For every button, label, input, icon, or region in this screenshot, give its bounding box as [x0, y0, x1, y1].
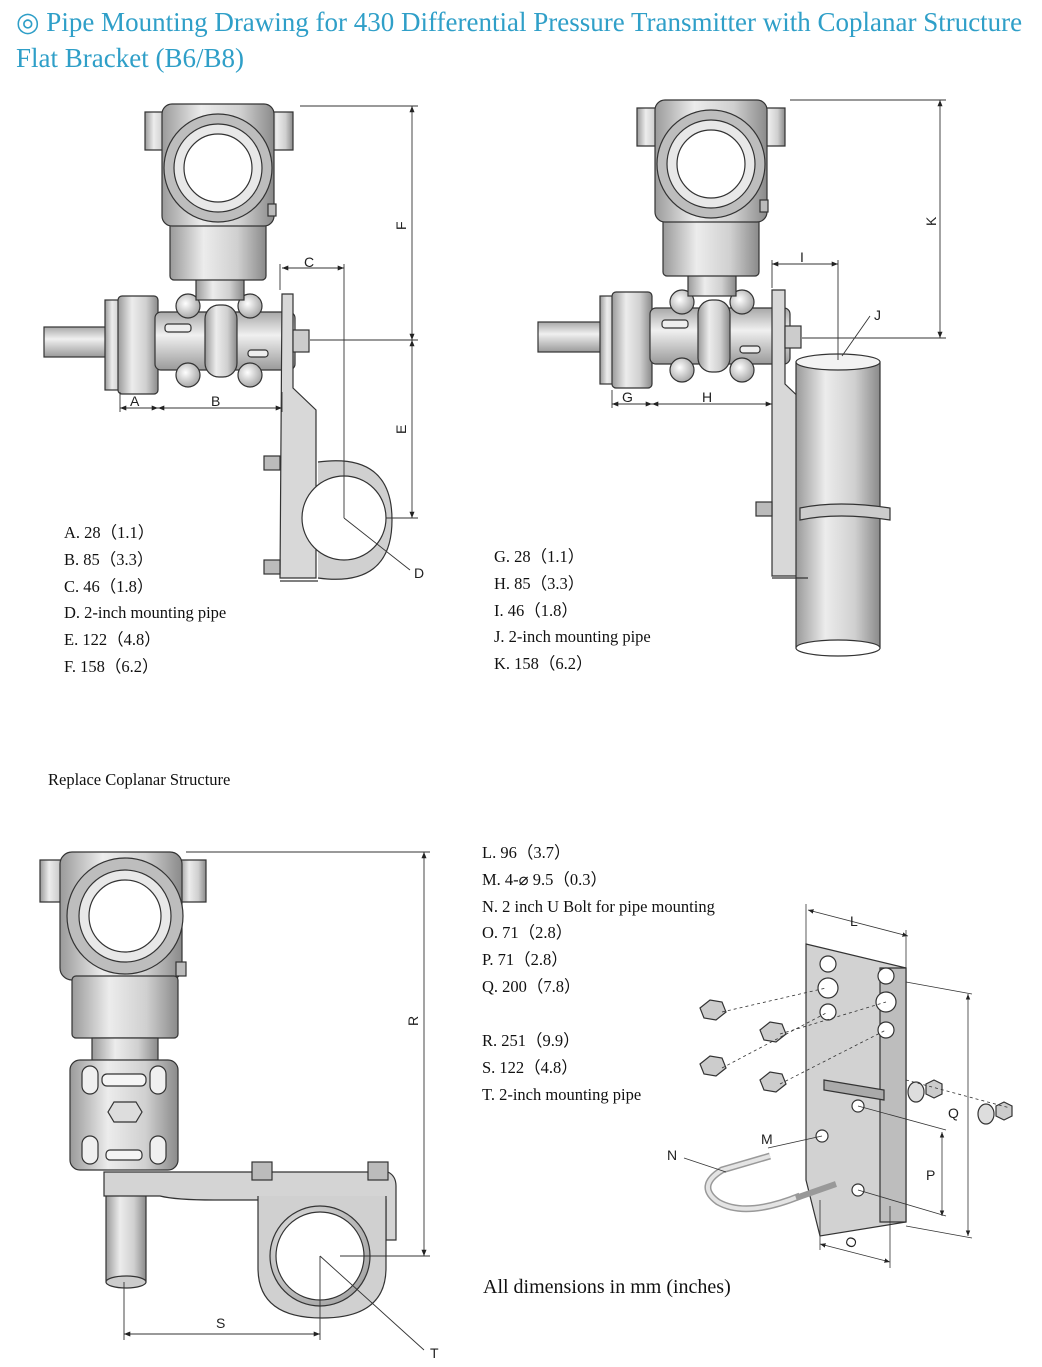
figure-4-bracket	[699, 943, 1013, 1237]
dim-label-p: P	[926, 1167, 935, 1183]
legend-item: E. 122（4.8）	[64, 630, 161, 650]
legend-item: R. 251（9.9）	[482, 1031, 580, 1050]
legend-item: A. 28（1.1）	[64, 523, 155, 542]
legend-item: O. 71（2.8）	[482, 923, 573, 943]
legend-figure-4: L. 96（3.7） M. 4-⌀ 9.5（0.3） N. 2 inch U B…	[482, 840, 715, 1001]
legend-item: G. 28（1.1）	[494, 547, 585, 566]
dim-label-c: C	[304, 254, 314, 270]
legend-item: T. 2-inch mounting pipe	[482, 1084, 642, 1104]
dim-label-t: T	[430, 1345, 439, 1361]
dim-label-m: M	[761, 1131, 773, 1147]
legend-figure-1: A. 28（1.1） B. 85（3.3） C. 46（1.8） D. 2-in…	[64, 520, 226, 681]
dim-label-o: O	[841, 1234, 860, 1250]
dim-label-j: J	[874, 307, 881, 323]
figure-2	[537, 99, 891, 657]
section-subtitle: Replace Coplanar Structure	[48, 770, 231, 789]
dim-label-s: S	[216, 1315, 225, 1331]
legend-item: B. 85（3.3）	[64, 549, 154, 569]
figure-1	[43, 103, 393, 582]
figure-1-dimensions	[119, 105, 418, 571]
figure-3	[39, 851, 397, 1319]
legend-item: D. 2-inch mounting pipe	[64, 603, 227, 623]
legend-item: I. 46（1.8）	[494, 600, 578, 620]
dim-label-r: R	[405, 1016, 421, 1026]
legend-item: L. 96（3.7）	[482, 843, 571, 862]
dim-label-g: G	[622, 389, 633, 405]
page-title: ◎ Pipe Mounting Drawing for 430 Differen…	[16, 7, 1023, 73]
figure-3-dimensions	[123, 851, 430, 1351]
dim-label-h: H	[702, 389, 712, 405]
dim-label-i: I	[800, 249, 804, 265]
legend-figure-3: R. 251（9.9） S. 122（4.8） T. 2-inch mounti…	[482, 1028, 641, 1108]
legend-figure-2: G. 28（1.1） H. 85（3.3） I. 46（1.8） J. 2-in…	[494, 544, 651, 678]
legend-item: C. 46（1.8）	[64, 576, 154, 596]
dim-label-k: K	[923, 216, 939, 226]
dim-label-a: A	[130, 393, 140, 409]
dim-label-l: L	[850, 913, 858, 929]
legend-item: Q. 200（7.8）	[482, 976, 581, 996]
dim-label-f: F	[393, 221, 409, 230]
legend-item: P. 71（2.8）	[482, 950, 568, 970]
figure-4-dimensions	[683, 904, 1011, 1268]
figure-2-dimensions	[611, 99, 946, 408]
dim-label-e: E	[393, 425, 409, 434]
legend-item: F. 158（6.2）	[64, 656, 159, 676]
dim-label-d: D	[414, 565, 424, 581]
legend-item: N. 2 inch U Bolt for pipe mounting	[482, 896, 715, 916]
legend-item: M. 4-⌀ 9.5（0.3）	[482, 869, 607, 889]
legend-item: J. 2-inch mounting pipe	[494, 627, 651, 647]
dim-label-b: B	[211, 393, 220, 409]
dim-label-q: Q	[948, 1105, 959, 1121]
legend-item: K. 158（6.2）	[494, 654, 593, 674]
legend-item: S. 122（4.8）	[482, 1057, 578, 1077]
units-note: All dimensions in mm (inches)	[483, 1276, 731, 1298]
dim-label-n: N	[667, 1147, 677, 1163]
legend-item: H. 85（3.3）	[494, 573, 585, 593]
